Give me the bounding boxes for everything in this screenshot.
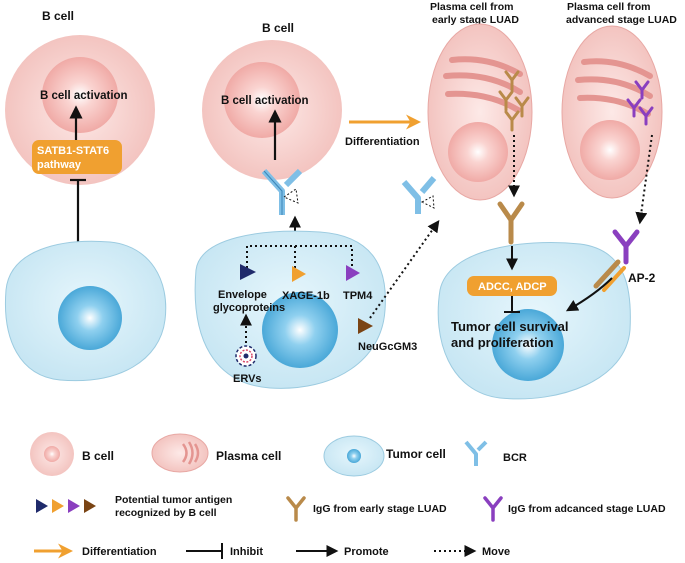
- legend-igg-advanced-icon: [483, 496, 503, 522]
- plasma-early-title-1: Plasma cell from: [430, 1, 513, 13]
- legend-bcr: BCR: [503, 452, 527, 464]
- plasma-early-title-2: early stage LUAD: [432, 14, 519, 26]
- xage-label: XAGE-1b: [282, 290, 330, 302]
- ap2-receptor: [593, 259, 621, 289]
- survival-label-1: Tumor cell survival: [451, 319, 569, 334]
- ervs-label: ERVs: [233, 373, 262, 385]
- free-bcr: [401, 176, 437, 214]
- plasma-early-nucleus: [448, 122, 508, 182]
- ap2-label: AP-2: [628, 271, 656, 285]
- legend-antigen-1: Potential tumor antigen: [115, 494, 232, 506]
- left-b-cell-nucleus: [42, 57, 118, 133]
- igg-advanced-on-tumor: [612, 229, 640, 265]
- ap2-promote-arrow: [565, 277, 613, 312]
- xage-antigen-icon: [292, 266, 306, 282]
- adcc-adcp-box: [467, 276, 557, 296]
- legend-promote: Promote: [344, 546, 389, 558]
- left-panel: B cell B cell activation SATB1-STAT6 pat…: [4, 9, 167, 382]
- middle-bcr: [261, 168, 303, 215]
- right-tumor-nucleus: [492, 309, 564, 381]
- middle-panel: B cell B cell activation Differentiation…: [194, 21, 440, 389]
- legend-igg-early-icon: [286, 496, 306, 522]
- legend-antigen-brown-icon: [84, 499, 96, 513]
- plasma-advanced-nucleus: [580, 120, 640, 180]
- neugcgm3-antigen-icon: [358, 318, 373, 334]
- neugcgm3-label: NeuGcGM3: [358, 341, 417, 353]
- igg-early-on-tumor: [497, 201, 525, 245]
- left-b-cell-title: B cell: [42, 9, 74, 23]
- legend-b-cell: B cell: [82, 449, 114, 463]
- plasma-advanced-igg-icons: [626, 80, 654, 126]
- pathway-label-2: pathway: [37, 159, 82, 171]
- legend-plasma-cell-icon: [151, 433, 209, 473]
- survival-label-2: and proliferation: [451, 335, 554, 350]
- legend-antigen-2: recognized by B cell: [115, 507, 217, 519]
- middle-tumor-nucleus: [262, 292, 338, 368]
- legend-antigen-navy-icon: [36, 499, 48, 513]
- legend-differentiation: Differentiation: [82, 546, 157, 558]
- middle-b-cell-activation-label: B cell activation: [221, 95, 309, 107]
- adcc-adcp-label: ADCC, ADCP: [478, 281, 547, 293]
- differentiation-label: Differentiation: [345, 136, 420, 148]
- legend-move: Move: [482, 546, 510, 558]
- plasma-advanced-title-1: Plasma cell from: [567, 1, 650, 13]
- legend-tumor-cell: Tumor cell: [386, 447, 446, 461]
- envelope-label-1: Envelope: [218, 289, 267, 301]
- pathway-label-1: SATB1-STAT6: [37, 145, 109, 157]
- legend-antigen-orange-icon: [52, 499, 64, 513]
- tpm4-label: TPM4: [343, 290, 373, 302]
- plasma-early-igg-icons: [498, 70, 530, 132]
- legend: B cell Plasma cell Tumor cell BCR Potent…: [30, 432, 666, 559]
- plasma-advanced-title-2: advanced stage LUAD: [566, 14, 677, 26]
- legend-igg-advanced: IgG from adcanced stage LUAD: [508, 503, 666, 515]
- right-panel: ADCC, ADCP Tumor cell survival and proli…: [437, 201, 656, 400]
- envelope-antigen-icon: [240, 264, 256, 280]
- legend-igg-early: IgG from early stage LUAD: [313, 503, 447, 515]
- satb1-stat6-pathway-box: [32, 140, 122, 174]
- left-b-cell-activation-label: B cell activation: [40, 90, 128, 102]
- legend-antigen-purple-icon: [68, 499, 80, 513]
- antigen-bracket: [246, 245, 353, 268]
- legend-plasma-cell: Plasma cell: [216, 449, 281, 463]
- erv-virus-icon: [235, 345, 257, 367]
- plasma-advanced-panel: Plasma cell from advanced stage LUAD: [561, 1, 677, 225]
- legend-bcr-icon: [464, 440, 488, 466]
- legend-inhibit: Inhibit: [230, 546, 263, 558]
- middle-b-cell-title: B cell: [262, 21, 294, 35]
- left-tumor-nucleus: [58, 286, 122, 350]
- plasma-early-panel: Plasma cell from early stage LUAD: [427, 1, 533, 201]
- envelope-label-2: glycoproteins: [213, 302, 285, 314]
- tpm4-antigen-icon: [346, 265, 360, 281]
